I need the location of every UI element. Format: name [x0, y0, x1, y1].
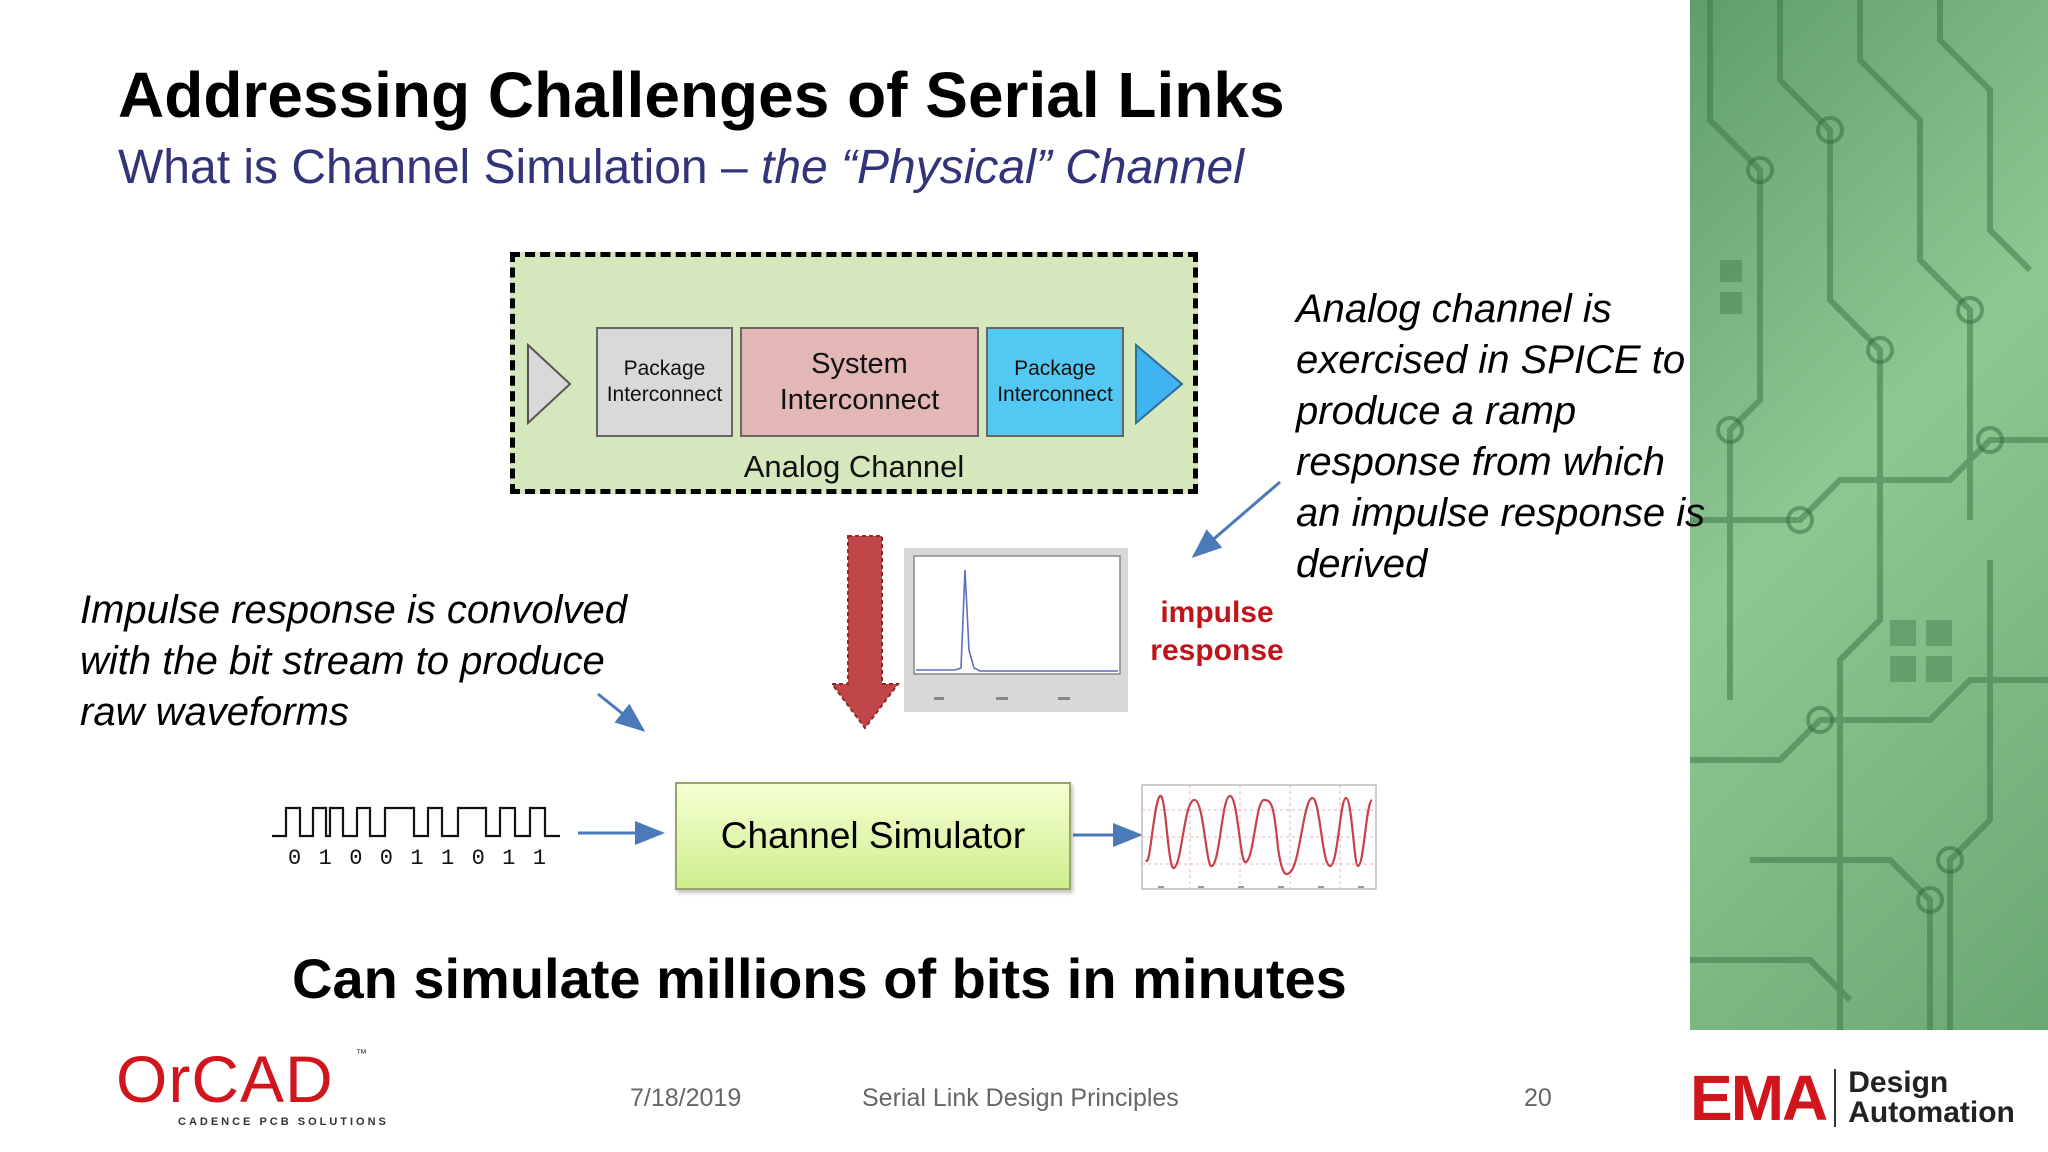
bit-label: 0: [471, 846, 485, 871]
slide-number: 20: [1524, 1084, 1552, 1112]
bit-label: 1: [532, 846, 546, 871]
orcad-wordmark: OrCAD: [116, 1042, 334, 1116]
ema-subtitle: Design Automation: [1848, 1068, 2015, 1128]
note-convolution: Impulse response is convolved with the b…: [80, 588, 627, 734]
bitstream-wave: [272, 806, 560, 838]
trademark-mark: ™: [356, 1048, 367, 1060]
bit-label: 0: [349, 846, 363, 871]
impulse-response-plot: [904, 548, 1128, 712]
orcad-tagline: CADENCE PCB SOLUTIONS: [178, 1116, 389, 1128]
system-interconnect: System Interconnect: [740, 327, 979, 437]
slide-subtitle: What is Channel Simulation – the “Physic…: [118, 140, 1244, 195]
subtitle-italic: the “Physical” Channel: [760, 141, 1244, 194]
analog-channel-label: Analog Channel: [743, 449, 965, 484]
bit-label: 1: [502, 846, 516, 871]
channel-simulator-label: Channel Simulator: [720, 815, 1026, 856]
ema-wordmark: EMA: [1690, 1062, 1828, 1134]
bit-label: 1: [440, 846, 455, 871]
bit-label: 0: [288, 846, 302, 871]
package-interconnect-right: Package Interconnect: [986, 327, 1124, 437]
note-right-arrow: [1191, 480, 1281, 558]
bit-label: 1: [410, 846, 424, 871]
ema-line-1: Design: [1848, 1066, 1949, 1099]
raw-waveform-plot: [1141, 784, 1377, 890]
note-left-arrow: [597, 692, 646, 732]
footer-title: Serial Link Design Principles: [862, 1084, 1179, 1112]
note-spice: Analog channel is exercised in SPICE to …: [1296, 287, 1706, 586]
ema-logo: EMA Design Automation: [1690, 1066, 2015, 1130]
tagline: Can simulate millions of bits in minutes: [292, 947, 1347, 1010]
orcad-logo: OrCAD ™ CADENCE PCB SOLUTIONS: [116, 1046, 389, 1128]
receiver-triangle-right: [1135, 342, 1184, 426]
slide-title: Addressing Challenges of Serial Links: [118, 59, 1285, 131]
bit-label: 0: [379, 846, 393, 871]
analog-channel-box: Package Interconnect System Interconnect…: [510, 252, 1198, 494]
bit-label: 1: [318, 846, 332, 871]
driver-triangle-left: [527, 342, 572, 426]
package-interconnect-left: Package Interconnect: [596, 327, 733, 437]
down-arrow: [830, 535, 900, 730]
impulse-response-label: impulse response: [1150, 596, 1284, 667]
bit-labels: 0 1 0 0 1 1 0 1 1: [288, 846, 546, 871]
circuit-board-image: [1690, 0, 2048, 1030]
channel-simulator-box: Channel Simulator: [675, 782, 1071, 890]
ema-separator: [1834, 1069, 1837, 1127]
subtitle-main: What is Channel Simulation –: [118, 141, 761, 194]
footer-date: 7/18/2019: [630, 1084, 742, 1112]
ema-line-2: Automation: [1848, 1096, 2015, 1129]
